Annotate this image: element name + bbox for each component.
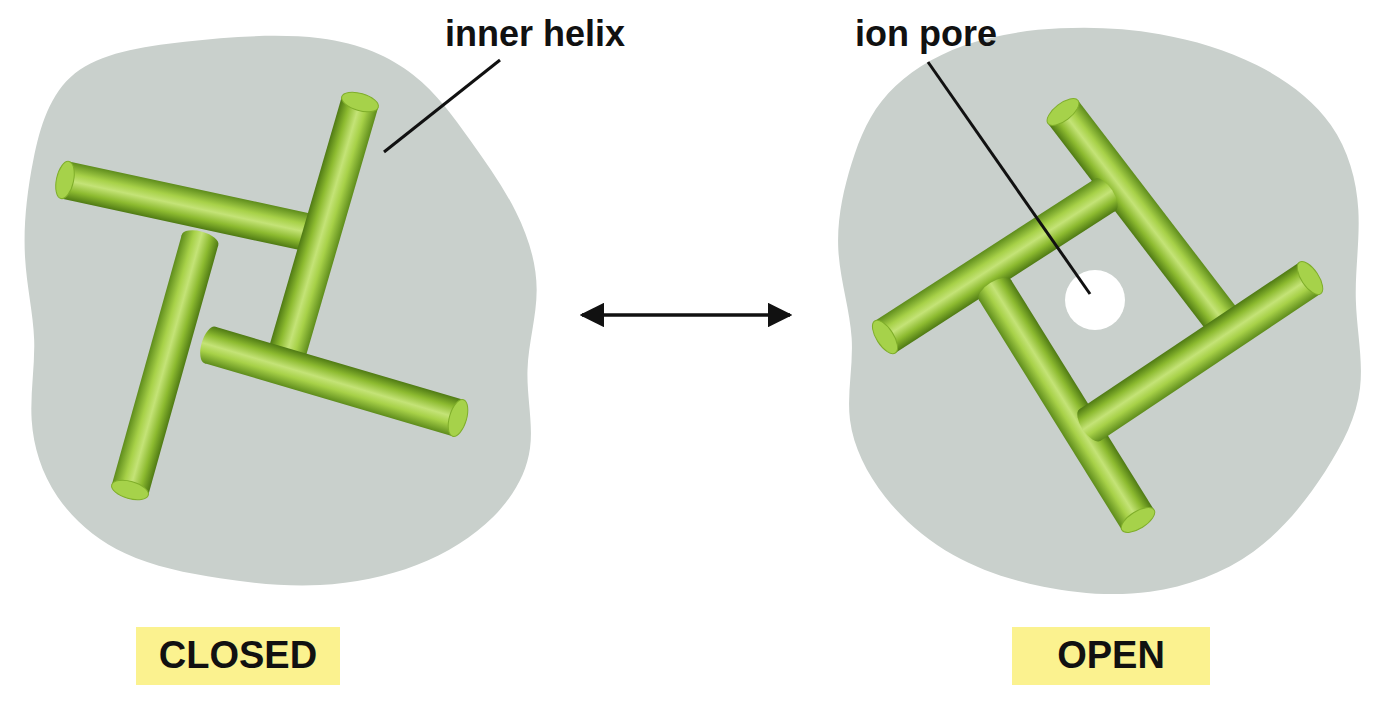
state-label: CLOSED: [159, 635, 317, 677]
state-label-box: OPEN: [1012, 627, 1210, 685]
helix-cylinder: [1072, 257, 1327, 445]
membrane-region: [838, 28, 1361, 594]
ion-pore: [1065, 270, 1125, 330]
transition-arrow: [582, 313, 790, 317]
leader-line: [384, 60, 500, 152]
part-label: ion pore: [855, 14, 997, 54]
part-label: inner helix: [445, 14, 625, 54]
helix-cylinder: [868, 174, 1123, 357]
helix-cylinder: [109, 227, 220, 504]
membrane-region: [25, 36, 537, 586]
leader-line: [928, 62, 1090, 294]
state-label: OPEN: [1057, 635, 1165, 677]
helix-cylinder: [264, 88, 380, 373]
state-label-box: CLOSED: [136, 627, 340, 685]
helix-cylinder: [196, 324, 471, 438]
